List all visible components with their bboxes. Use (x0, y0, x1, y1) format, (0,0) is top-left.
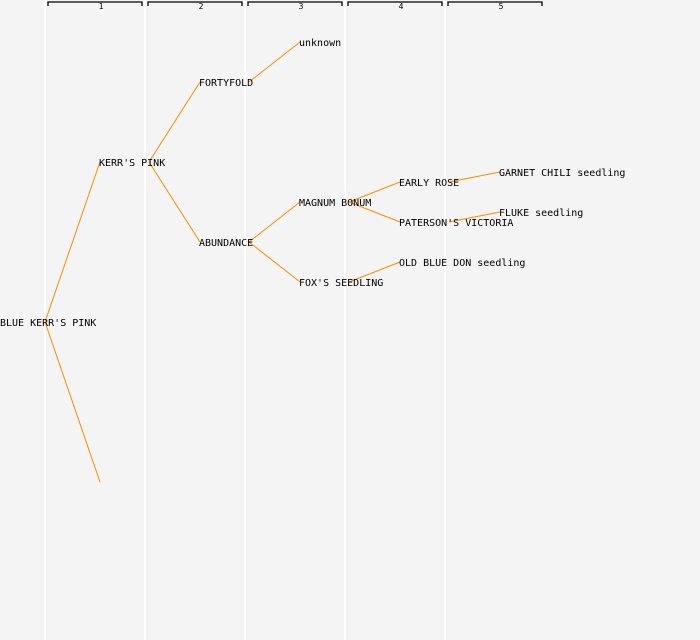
pedigree-node[interactable]: unknown (299, 38, 341, 49)
pedigree-edge (448, 171, 501, 183)
generation-bracket (247, 1, 343, 6)
pedigree-node[interactable]: EARLY ROSE (399, 178, 459, 189)
pedigree-node[interactable]: FLUKE seedling (499, 208, 583, 219)
pedigree-edge (348, 181, 401, 203)
generation-header: 2 (199, 2, 204, 11)
pedigree-node[interactable]: OLD BLUE DON seedling (399, 258, 525, 269)
pedigree-edge (448, 211, 501, 223)
pedigree-edge (248, 41, 301, 83)
pedigree-node[interactable]: MAGNUM BONUM (299, 198, 371, 209)
pedigree-edge (44, 321, 101, 483)
pedigree-node[interactable]: GARNET CHILI seedling (499, 168, 625, 179)
pedigree-edge (348, 201, 401, 223)
generation-header: 5 (499, 2, 504, 11)
pedigree-node[interactable]: KERR'S PINK (99, 158, 165, 169)
generation-bracket (447, 1, 543, 6)
generation-bracket (47, 1, 143, 6)
pedigree-edge (248, 241, 301, 283)
pedigree-node[interactable]: PATERSON'S VICTORIA (399, 218, 513, 229)
generation-bracket (347, 1, 443, 6)
pedigree-edge (248, 201, 301, 243)
generation-header: 3 (299, 2, 304, 11)
generation-header: 1 (99, 2, 104, 11)
pedigree-edge (148, 81, 201, 163)
pedigree-edge (148, 161, 201, 243)
generation-header: 4 (399, 2, 404, 11)
pedigree-edge (348, 261, 401, 283)
pedigree-node[interactable]: FORTYFOLD (199, 78, 253, 89)
pedigree-edge (44, 161, 101, 323)
pedigree-node[interactable]: FOX'S SEEDLING (299, 278, 383, 289)
pedigree-node[interactable]: BLUE KERR'S PINK (0, 318, 96, 329)
generation-bracket (147, 1, 243, 6)
pedigree-node[interactable]: ABUNDANCE (199, 238, 253, 249)
